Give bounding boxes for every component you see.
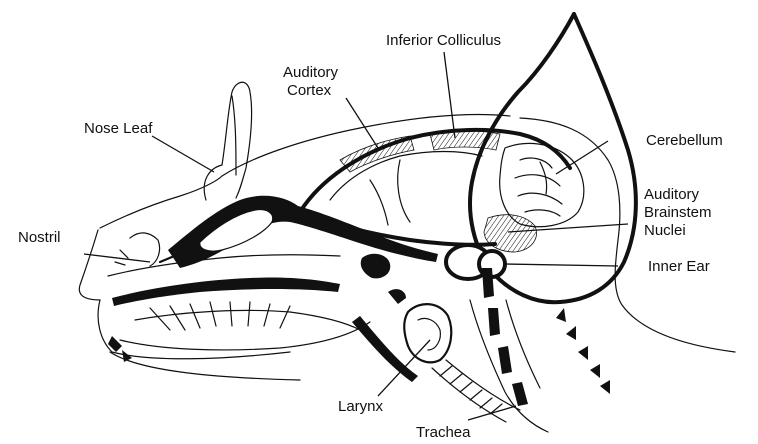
jaw-and-tongue: [108, 277, 370, 362]
label-auditory-brainstem-line2: Brainstem: [644, 204, 712, 221]
auditory-brainstem-nuclei-region: [484, 215, 536, 252]
leader-inner-ear: [505, 264, 618, 266]
leader-nose-leaf: [152, 136, 214, 172]
label-larynx: Larynx: [338, 398, 383, 415]
leader-nostril: [84, 254, 150, 262]
nose-leaf-shape: [204, 82, 251, 200]
label-auditory-brainstem-line3: Nuclei: [644, 222, 686, 239]
leader-inferior-colliculus: [444, 52, 455, 138]
label-trachea: Trachea: [416, 424, 470, 441]
label-auditory-cortex-line1: Auditory: [283, 64, 338, 81]
label-auditory-brainstem-line1: Auditory: [644, 186, 699, 203]
trachea-and-spine: [432, 268, 548, 432]
auditory-cortex-region: [340, 136, 414, 172]
inner-ear-shape: [446, 245, 505, 279]
larynx-shape: [404, 304, 451, 362]
neck-spikes: [556, 308, 610, 394]
leader-auditory-cortex: [346, 98, 378, 148]
leader-trachea: [468, 406, 516, 420]
label-nostril: Nostril: [18, 229, 61, 246]
label-cerebellum: Cerebellum: [646, 132, 723, 149]
label-auditory-cortex-line2: Cortex: [287, 82, 331, 99]
cerebellum-shape: [500, 143, 584, 226]
label-inner-ear: Inner Ear: [648, 258, 710, 275]
label-nose-leaf: Nose Leaf: [84, 120, 152, 137]
label-inferior-colliculus: Inferior Colliculus: [386, 32, 501, 49]
